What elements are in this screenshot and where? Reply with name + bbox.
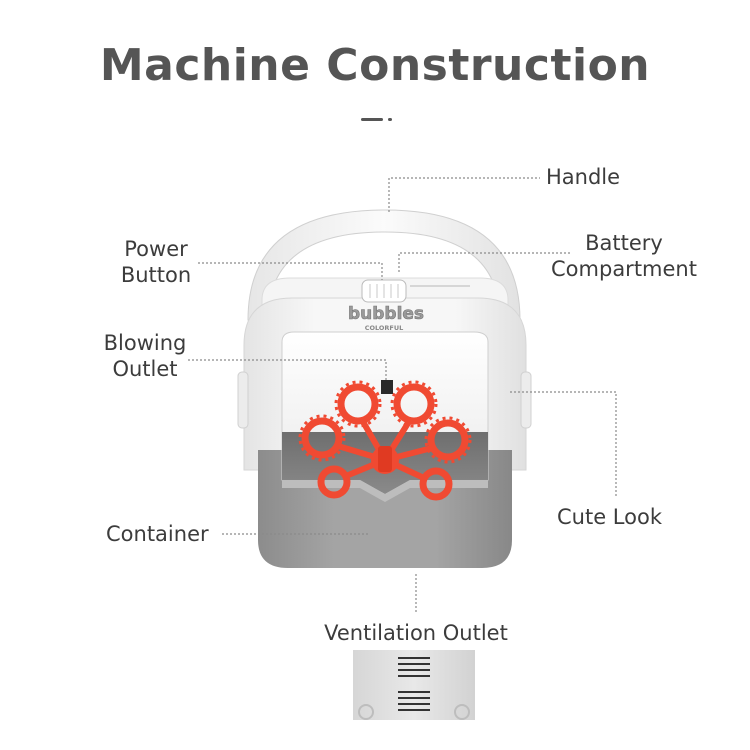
logo-subtext: COLORFUL xyxy=(365,324,404,332)
bubble-wand-teeth xyxy=(298,380,472,464)
label-power-line1: Power xyxy=(124,237,188,261)
nozzle xyxy=(381,380,393,394)
label-cute-look: Cute Look xyxy=(557,505,662,529)
title-underline-dot xyxy=(388,118,392,121)
ventilation-inset xyxy=(353,650,475,720)
logo-text: bubbles xyxy=(348,304,424,324)
side-knob-right xyxy=(520,371,532,429)
label-power-line2: Button xyxy=(120,263,192,287)
container-lip xyxy=(282,480,488,502)
leader-lines xyxy=(188,177,617,614)
label-blowing-line2: Outlet xyxy=(112,357,178,381)
page-title: Machine Construction xyxy=(99,40,651,91)
label-battery-line1: Battery xyxy=(585,231,663,255)
bubble-wand xyxy=(301,383,469,501)
label-blowing-line1: Blowing xyxy=(103,331,187,355)
side-knob-left xyxy=(237,371,249,429)
label-battery-line2: Compartment xyxy=(551,257,697,281)
label-container: Container xyxy=(106,522,209,546)
label-ventilation: Ventilation Outlet xyxy=(324,621,508,645)
title-underline xyxy=(361,118,383,121)
label-handle: Handle xyxy=(546,165,621,189)
